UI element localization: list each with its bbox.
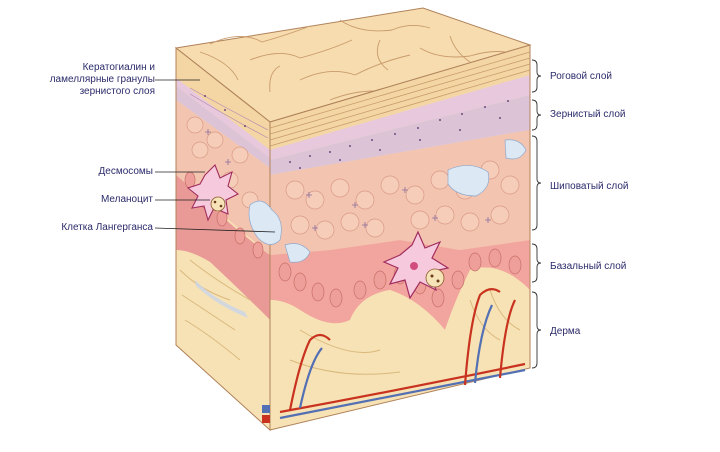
right-braces [531,59,542,369]
label-stratum-basale: Базальный слой [550,261,627,272]
dermal-vessels [279,288,526,420]
melanocyte-illustration [186,164,240,222]
label-line: зернистого слоя [79,86,155,97]
label-stratum-corneum: Роговой слой [550,71,613,82]
label-langerhans-cell: Клетка Лангерганса [61,222,153,234]
label-keratohyalin-granules: Кератогиалин и ламеллярные гранулы зерни… [50,62,155,98]
interstitial-spaces [248,139,527,263]
vessel-cross-section-red [262,415,270,423]
label-line: Клетка Лангерганса [61,222,153,233]
label-line: ламеллярные гранулы [49,74,155,85]
label-line: Десмосомы [98,166,153,177]
spinosum-cells [186,116,520,240]
label-stratum-granulosum: Зернистый слой [550,109,626,120]
vessel-cross-section-blue [262,405,270,413]
left-leader-lines [154,79,276,233]
label-line: Кератогиалин и [82,62,155,73]
label-line: Меланоцит [100,194,153,205]
corneum-layers [269,51,531,147]
label-dermis: Дерма [550,326,581,337]
granulosum-layer [204,95,509,169]
label-melanocyte: Меланоцит [101,194,153,206]
label-desmosomes: Десмосомы [98,166,153,178]
label-stratum-spinosum: Шиповатый слой [550,181,629,192]
langerhans-cell-illustration [382,230,450,300]
